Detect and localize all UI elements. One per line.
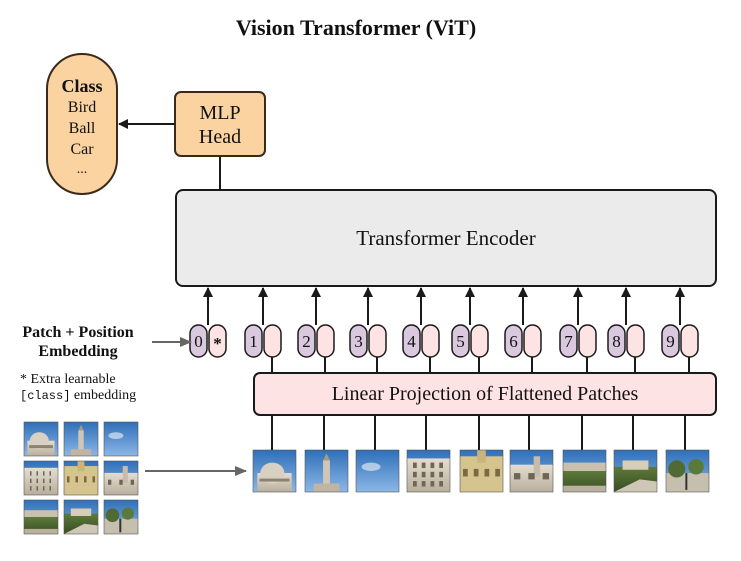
- patch-embedding-7: [578, 324, 597, 358]
- patch-embedding-5: [470, 324, 489, 358]
- class-heading: Class: [61, 76, 102, 96]
- grid-tile-6: [103, 460, 139, 496]
- position-embedding-1: [244, 324, 263, 358]
- embedding-label-line2: Embedding: [38, 343, 117, 360]
- class-item-ball: Ball: [69, 120, 96, 137]
- token-pair-6: 6: [504, 287, 542, 373]
- class-code-token: [class]: [20, 389, 70, 403]
- class-output-box: [46, 53, 118, 195]
- mlp-head-line2: Head: [199, 126, 241, 148]
- token-pair-5: 5: [451, 287, 489, 373]
- grid-tile-5: [63, 460, 99, 496]
- patch-embedding-2: [316, 324, 335, 358]
- patch-image-7: [562, 449, 607, 493]
- class-token-star: *: [213, 334, 222, 353]
- position-index-6: 6: [509, 332, 518, 351]
- linear-projection-label: Linear Projection of Flattened Patches: [332, 383, 639, 405]
- patch-image-4: [406, 449, 451, 493]
- token-pair-2: 2: [297, 287, 335, 373]
- grid-tile-4: [23, 460, 59, 496]
- diagram-title: Vision Transformer (ViT): [236, 15, 476, 40]
- embedding-label-line1: Patch + Position: [22, 324, 133, 341]
- position-embedding-8: [607, 324, 626, 358]
- flattened-patch-images: [252, 415, 710, 493]
- token-pair-3: 3: [349, 287, 387, 373]
- patch-image-8: [613, 449, 658, 493]
- token-pair-4: 4: [402, 287, 440, 373]
- transformer-encoder-box: [175, 189, 717, 287]
- grid-tile-7: [23, 499, 59, 535]
- token-pair-0: 0*: [189, 287, 227, 358]
- grid-tile-9: [103, 499, 139, 535]
- patch-image-5: [459, 449, 504, 493]
- transformer-encoder-label: Transformer Encoder: [356, 226, 535, 250]
- position-index-2: 2: [302, 332, 311, 351]
- patch-image-9: [665, 449, 710, 493]
- position-index-7: 7: [564, 332, 573, 351]
- class-item-bird: Bird: [68, 99, 96, 116]
- position-embedding-3: [349, 324, 368, 358]
- token-pair-7: 7: [559, 287, 597, 373]
- grid-tile-1: [23, 421, 59, 457]
- position-embedding-5: [451, 324, 470, 358]
- position-index-8: 8: [612, 332, 621, 351]
- grid-tile-3: [103, 421, 139, 457]
- position-index-4: 4: [407, 332, 416, 351]
- patch-embedding-8: [626, 324, 645, 358]
- position-index-1: 1: [249, 332, 258, 351]
- extra-learnable-note-line2: [class] embedding: [20, 388, 136, 403]
- position-embedding-9: [661, 324, 680, 358]
- patch-embedding-6: [523, 324, 542, 358]
- patch-embedding-4: [421, 324, 440, 358]
- patch-image-3: [355, 449, 400, 493]
- class-item-ellipsis: ...: [77, 162, 88, 177]
- extra-learnable-note: * Extra learnable: [20, 372, 116, 387]
- position-embedding-6: [504, 324, 523, 358]
- token-pair-9: 9: [661, 287, 699, 373]
- position-index-9: 9: [666, 332, 675, 351]
- grid-tile-2: [63, 421, 99, 457]
- position-index-3: 3: [354, 332, 363, 351]
- token-pair-8: 8: [607, 287, 645, 373]
- position-embedding-4: [402, 324, 421, 358]
- patch-embedding-9: [680, 324, 699, 358]
- source-image-grid: [23, 421, 139, 535]
- patch-image-1: [252, 449, 297, 493]
- token-pair-1: 1: [244, 287, 282, 373]
- mlp-head-line1: MLP: [199, 102, 240, 124]
- position-index-5: 5: [456, 332, 465, 351]
- patch-embedding-1: [263, 324, 282, 358]
- patch-image-2: [304, 449, 349, 493]
- patch-embedding-0: [208, 324, 227, 358]
- position-embedding-2: [297, 324, 316, 358]
- position-index-0: 0: [194, 332, 203, 351]
- grid-tile-8: [63, 499, 99, 535]
- patch-image-6: [509, 449, 554, 493]
- patch-embedding-3: [368, 324, 387, 358]
- embedding-word: embedding: [70, 388, 136, 403]
- linear-projection-box: [253, 372, 717, 416]
- class-item-car: Car: [70, 141, 94, 158]
- position-embedding-7: [559, 324, 578, 358]
